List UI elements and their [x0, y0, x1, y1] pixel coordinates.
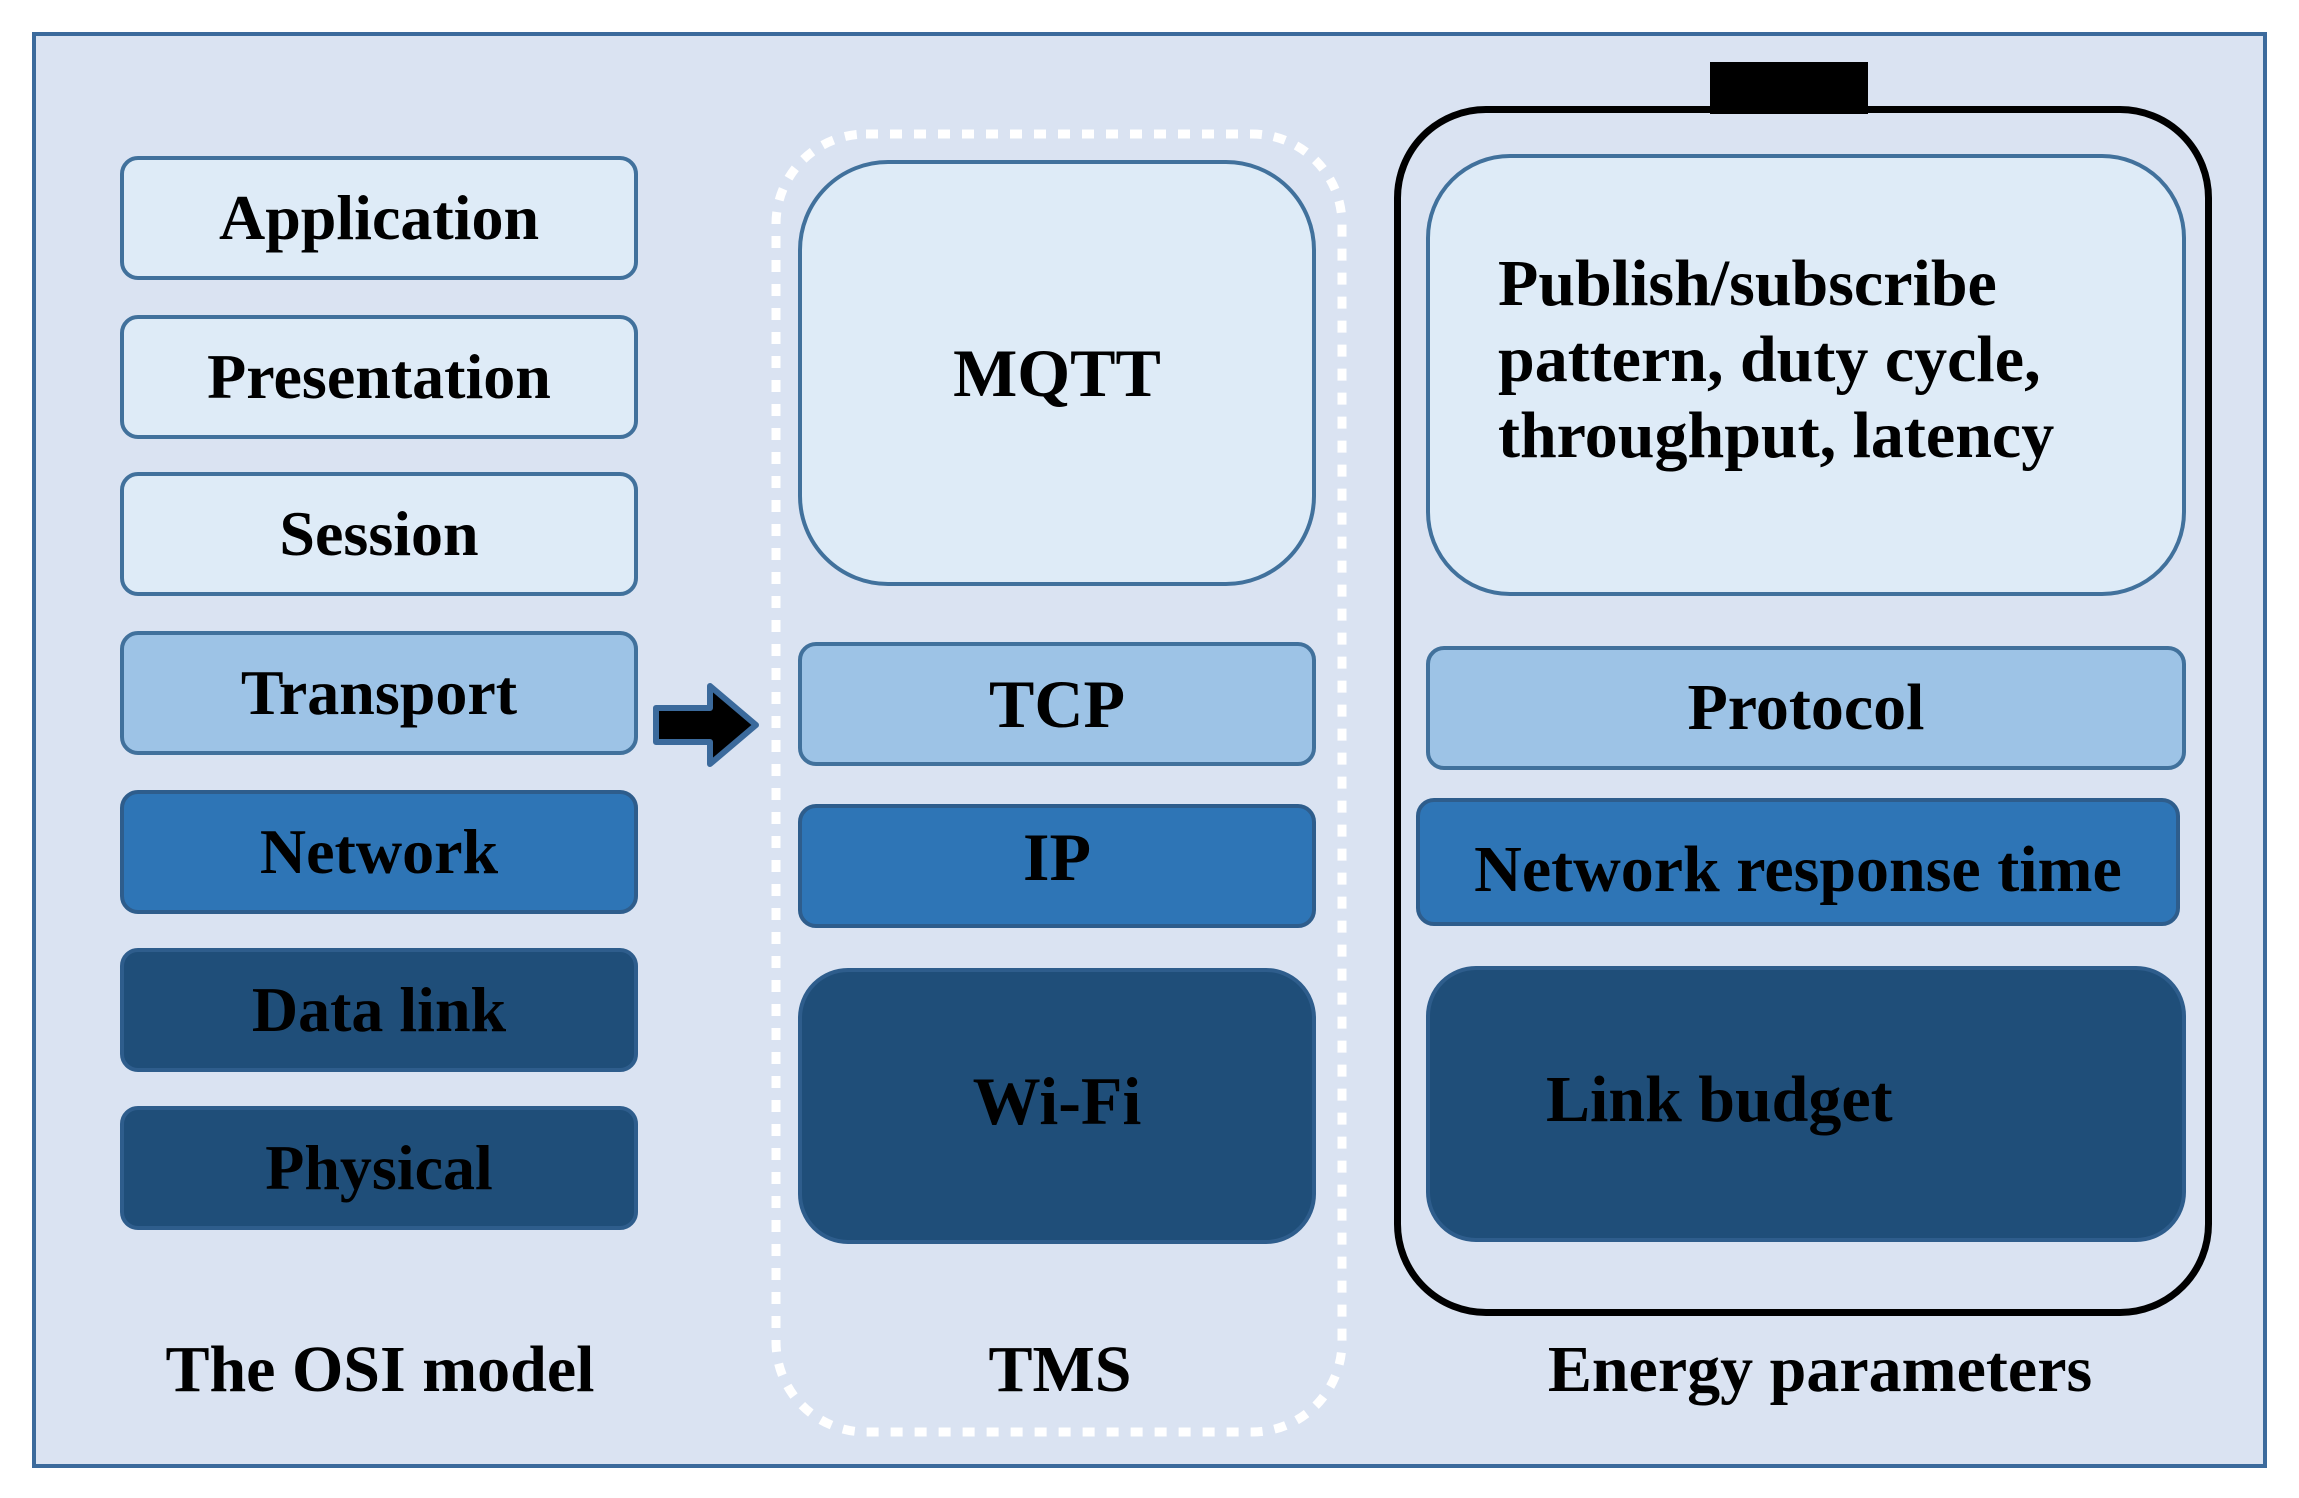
energy-item-network-response-time-label: Network response time: [1474, 833, 2122, 907]
osi-layer-data-link-label: Data link: [251, 974, 507, 1046]
osi-caption: The OSI model: [165, 1333, 595, 1406]
osi-layer-network: Network: [120, 790, 638, 914]
energy-item-protocol: Protocol: [1426, 646, 2186, 770]
osi-layer-session-label: Session: [279, 498, 479, 570]
osi-layer-data-link: Data link: [120, 948, 638, 1072]
right-arrow-icon: [653, 683, 759, 767]
osi-layer-presentation-label: Presentation: [207, 341, 551, 413]
tms-layer-ip-label: IP: [1023, 819, 1091, 895]
osi-layer-presentation: Presentation: [120, 315, 638, 439]
energy-item-network-response-time: Network response time: [1416, 798, 2180, 926]
tms-layer-mqtt-label: MQTT: [953, 334, 1161, 411]
tms-layer-wifi-label: Wi-Fi: [972, 1063, 1142, 1139]
tms-layer-tcp: TCP: [798, 642, 1316, 766]
energy-item-protocol-label: Protocol: [1687, 671, 1925, 745]
tms-caption: TMS: [988, 1333, 1132, 1406]
osi-layer-application-label: Application: [218, 182, 540, 254]
energy-item-mqtt-params-label: Publish/subscribe pattern, duty cycle, t…: [1498, 247, 2055, 472]
energy-item-mqtt-params: Publish/subscribe pattern, duty cycle, t…: [1426, 154, 2186, 596]
osi-layer-physical: Physical: [120, 1106, 638, 1230]
tms-dashed-border: [771, 129, 1347, 1437]
osi-layer-transport: Transport: [120, 631, 638, 755]
osi-layer-physical-label: Physical: [265, 1132, 493, 1204]
tms-layer-tcp-label: TCP: [989, 665, 1125, 742]
energy-item-link-budget: Link budget: [1426, 966, 2186, 1242]
osi-layer-transport-label: Transport: [240, 657, 518, 729]
tms-layer-wifi: Wi-Fi: [798, 968, 1316, 1244]
osi-layer-session: Session: [120, 472, 638, 596]
energy-item-link-budget-label: Link budget: [1546, 1063, 1893, 1136]
battery-icon: [1394, 106, 2212, 1316]
energy-caption: Energy parameters: [1547, 1333, 2093, 1406]
battery-terminal: [1710, 62, 1868, 114]
tms-layer-mqtt: MQTT: [798, 160, 1316, 586]
tms-layer-ip: IP: [798, 804, 1316, 928]
osi-layer-network-label: Network: [259, 816, 499, 888]
osi-layer-application: Application: [120, 156, 638, 280]
